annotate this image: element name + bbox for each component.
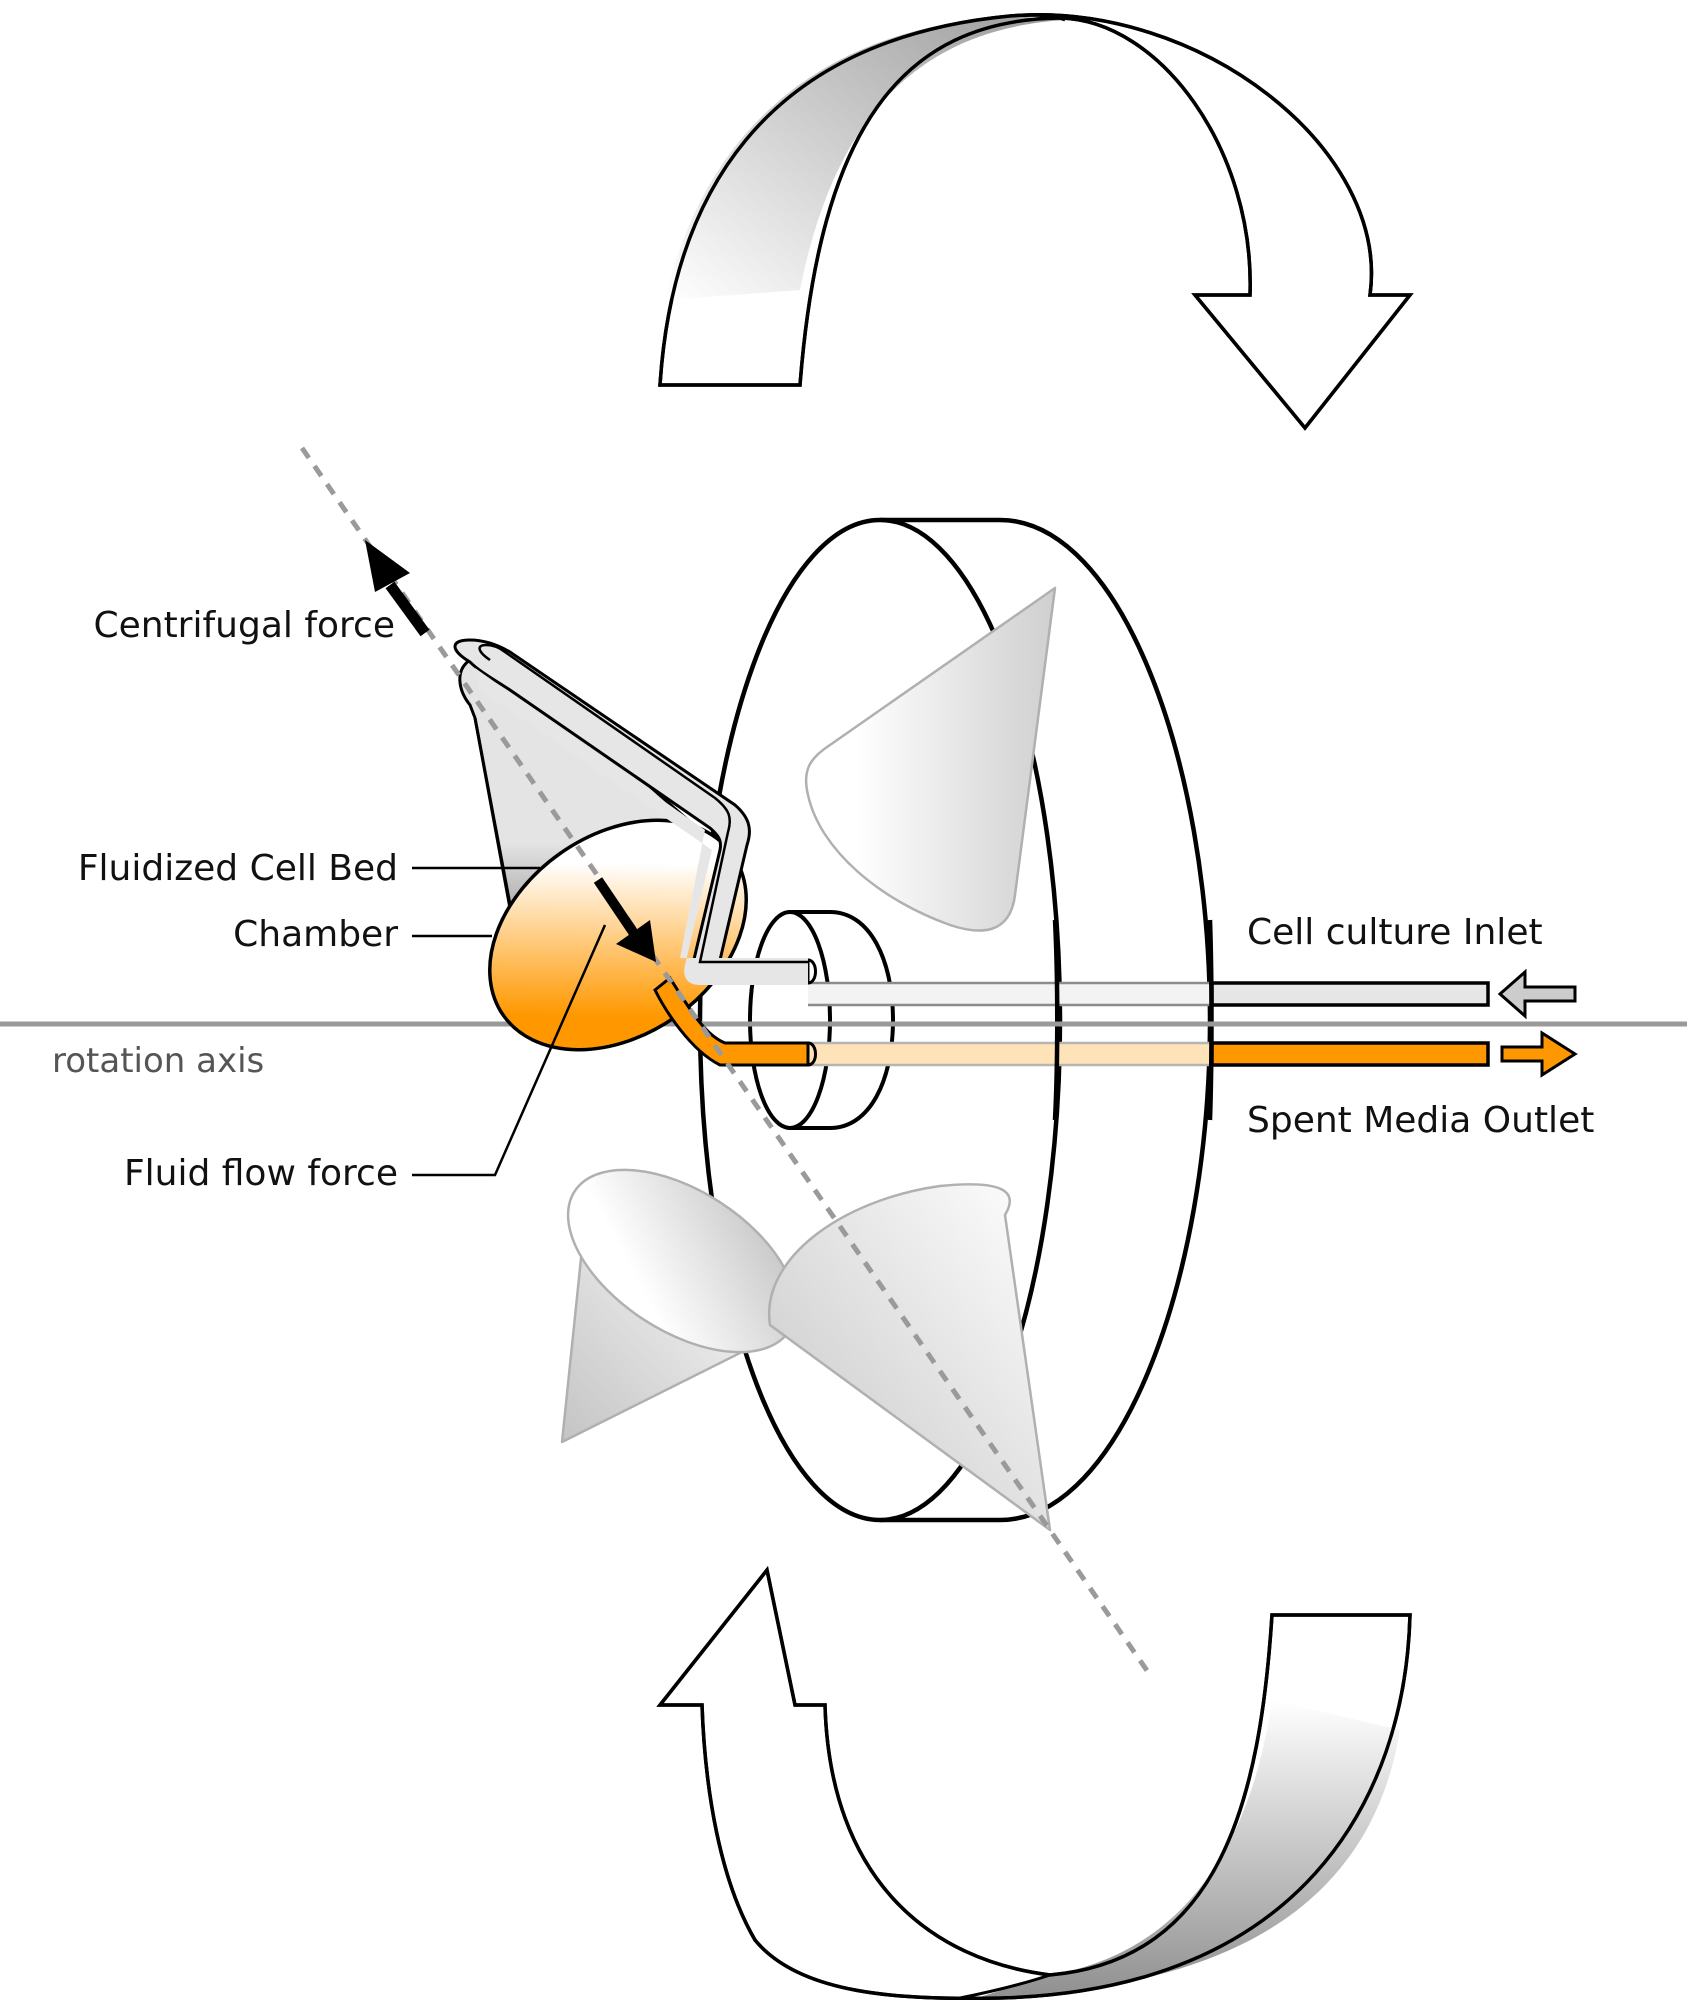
ghost-chamber-upper	[804, 586, 1057, 932]
label-spent-media-outlet: Spent Media Outlet	[1247, 1100, 1594, 1141]
label-centrifugal-force: Centrifugal force	[93, 605, 395, 646]
fluid-flow-force-arrow	[593, 877, 656, 962]
centrifugal-force-arrow	[365, 540, 430, 637]
inlet-loop-tube	[453, 638, 817, 985]
outlet-flow-arrow-icon	[1500, 1030, 1578, 1078]
rotation-arrow-top	[658, 13, 1414, 431]
ghost-chamber-lower-right	[767, 1183, 1052, 1532]
leader-fluid-flow-force	[412, 924, 607, 1177]
chamber-axis-dashed	[299, 446, 1151, 1674]
inlet-tube	[808, 981, 1490, 1007]
label-cell-culture-inlet: Cell culture Inlet	[1247, 912, 1543, 953]
inlet-loop-inner	[478, 643, 808, 964]
outlet-tube	[808, 1041, 1490, 1067]
label-fluidized-cell-bed: Fluidized Cell Bed	[78, 848, 398, 889]
label-rotation-axis: rotation axis	[52, 1041, 264, 1081]
outlet-loop-tube	[653, 975, 817, 1067]
rotation-arrow-top-shade	[665, 16, 1065, 300]
rotation-arrow-bottom	[656, 1565, 1412, 2000]
rotor-hub	[748, 910, 896, 1130]
rotation-arrow-bottom-shade	[980, 1700, 1400, 1997]
inlet-flow-arrow-icon	[1497, 968, 1577, 1020]
label-fluid-flow-force: Fluid flow force	[124, 1153, 398, 1194]
label-chamber: Chamber	[233, 914, 398, 955]
